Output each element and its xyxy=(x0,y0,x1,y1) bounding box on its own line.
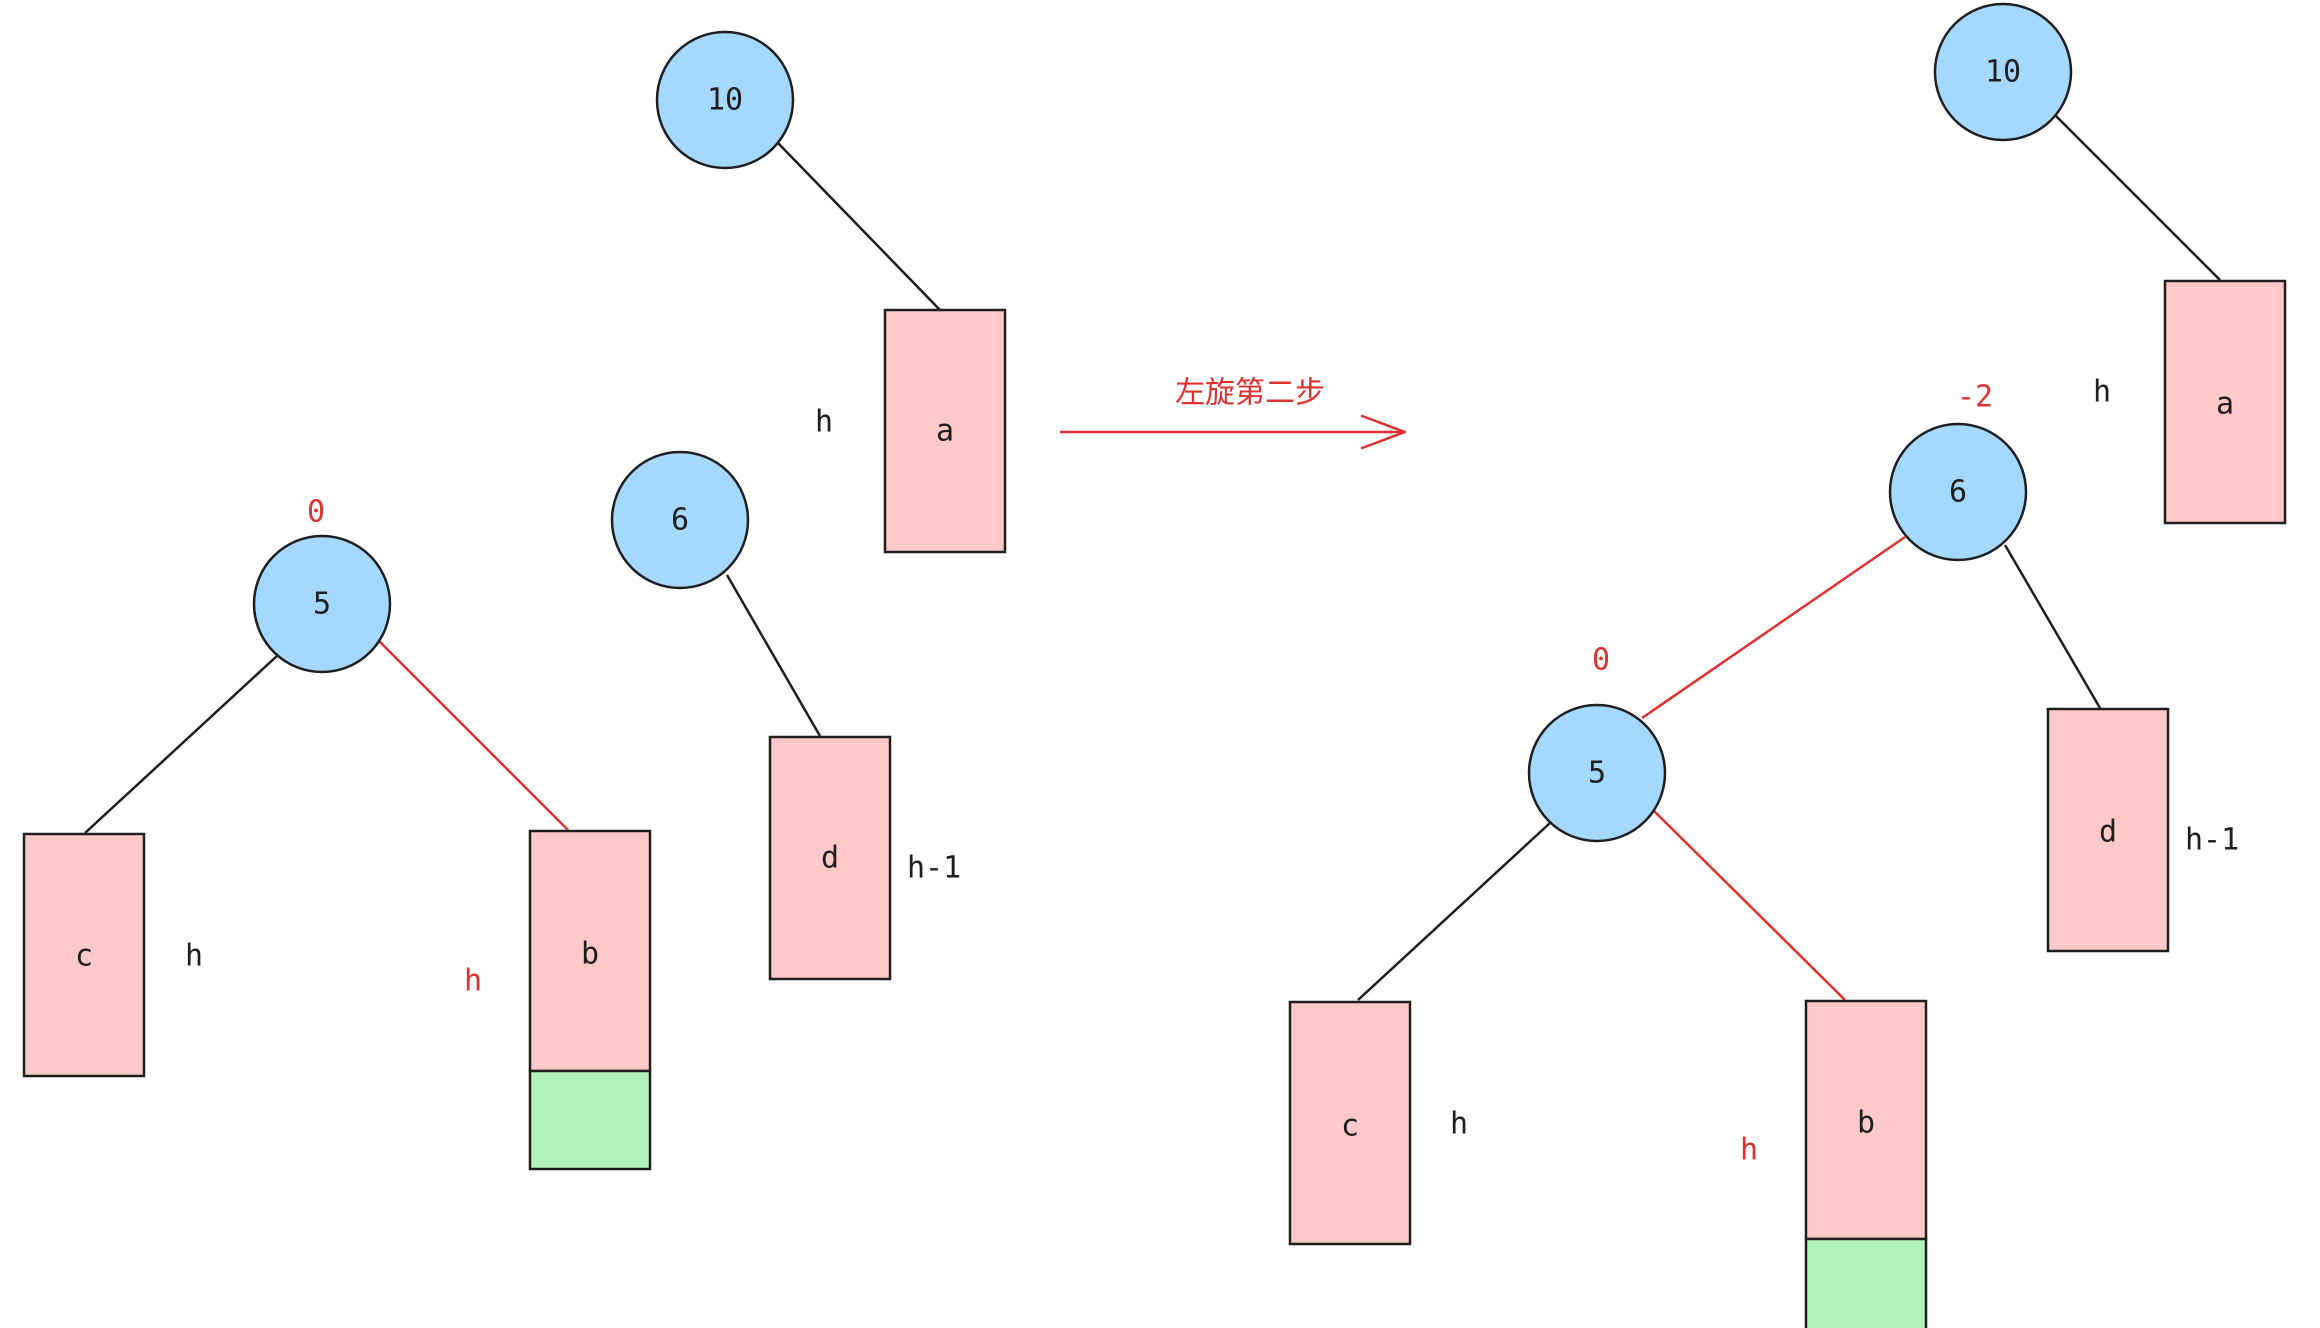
inserted-node-block xyxy=(528,1069,652,1171)
before-tree: 10 a h 6 d h-1 0 5 c h xyxy=(22,30,1007,1171)
balance-5-after: 0 xyxy=(1592,643,1610,678)
edge-6-5-after xyxy=(1641,535,1906,720)
subtree-a: a xyxy=(883,308,1007,554)
edge-5-c-after xyxy=(1357,822,1551,1001)
node-6-after-label: 6 xyxy=(1949,475,1967,510)
subtree-a-after: a xyxy=(2163,279,2287,525)
node-10-after: 10 xyxy=(1933,2,2073,142)
subtree-d-after-label: d xyxy=(2099,815,2117,850)
node-5-label: 5 xyxy=(313,587,331,622)
subtree-b-after: b xyxy=(1804,999,1928,1328)
node-6-label: 6 xyxy=(671,503,689,538)
subtree-b-label: b xyxy=(581,937,599,972)
subtree-c-after: c xyxy=(1288,1000,1412,1246)
edge-10-a xyxy=(777,142,941,311)
node-10-after-label: 10 xyxy=(1985,55,2021,90)
subtree-b: b xyxy=(528,829,652,1171)
subtree-c-label: c xyxy=(75,939,93,974)
inserted-node-block-after xyxy=(1804,1237,1928,1328)
subtree-d-after: d xyxy=(2046,707,2170,953)
height-d: h-1 xyxy=(907,851,961,886)
edge-6-d-after xyxy=(2003,544,2102,709)
after-tree: 10 a h -2 6 d h-1 0 5 c h xyxy=(1288,2,2287,1328)
edge-5-b-after xyxy=(1651,808,1846,1001)
height-a: h xyxy=(815,405,833,440)
edge-6-d xyxy=(725,574,822,737)
node-10: 10 xyxy=(655,30,795,170)
subtree-b-after-label: b xyxy=(1857,1106,1875,1141)
height-b: h xyxy=(464,964,482,999)
subtree-a-label: a xyxy=(936,414,954,449)
subtree-c-after-label: c xyxy=(1341,1109,1359,1144)
node-5-after-label: 5 xyxy=(1588,756,1606,791)
subtree-d: d xyxy=(768,735,892,981)
edge-10-a-after xyxy=(2054,114,2221,281)
edge-5-c xyxy=(84,654,279,834)
subtree-a-after-label: a xyxy=(2216,387,2234,422)
transition-arrow: 左旋第二步 xyxy=(1060,376,1407,450)
height-a-after: h xyxy=(2093,375,2111,410)
balance-5: 0 xyxy=(307,495,325,530)
subtree-d-label: d xyxy=(821,841,839,876)
height-d-after: h-1 xyxy=(2185,823,2239,858)
edge-5-b xyxy=(377,639,569,831)
height-c-after: h xyxy=(1450,1107,1468,1142)
balance-6-after: -2 xyxy=(1957,380,1993,415)
node-5: 5 xyxy=(252,534,392,674)
arrow-caption: 左旋第二步 xyxy=(1175,376,1325,411)
node-10-label: 10 xyxy=(707,83,743,118)
height-b-after: h xyxy=(1740,1133,1758,1168)
subtree-c: c xyxy=(22,832,146,1078)
node-5-after: 5 xyxy=(1527,703,1667,843)
node-6-after: 6 xyxy=(1888,422,2028,562)
height-c: h xyxy=(185,939,203,974)
node-6: 6 xyxy=(610,450,750,590)
